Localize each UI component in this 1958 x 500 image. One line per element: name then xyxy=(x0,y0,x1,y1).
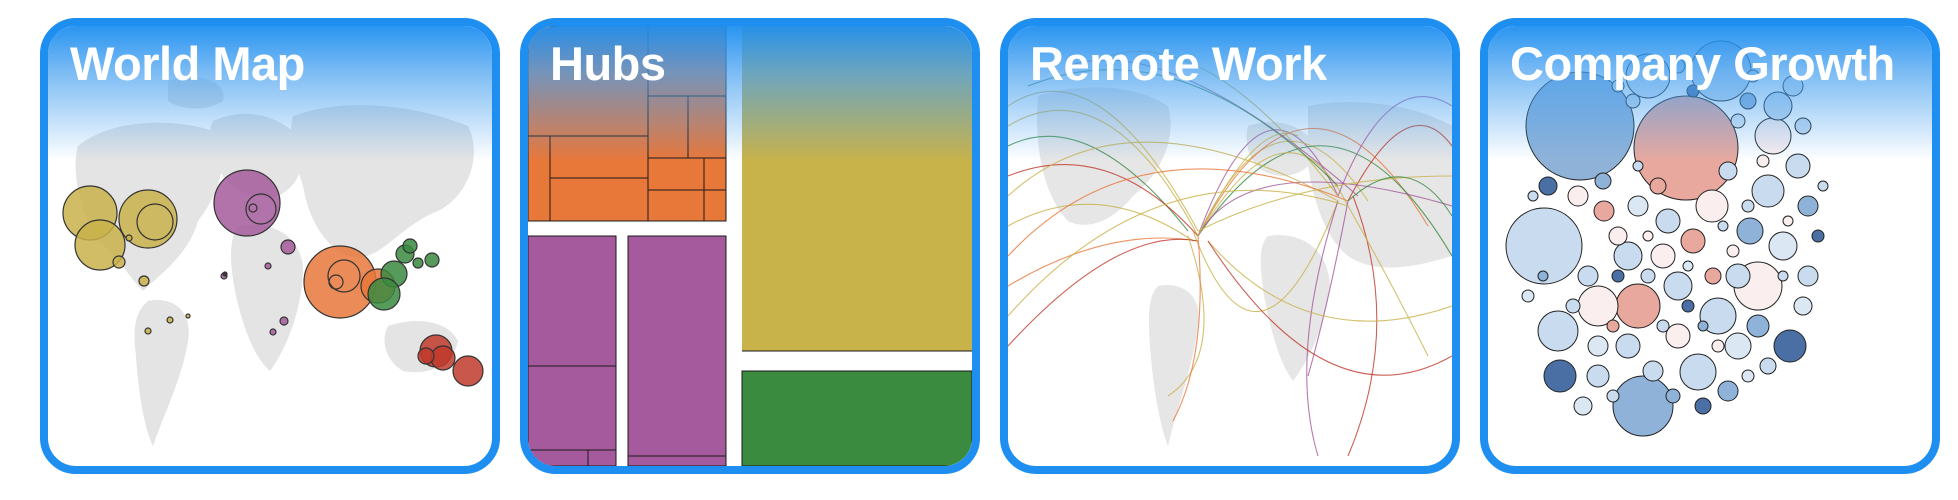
card-title: World Map xyxy=(70,37,305,90)
card-title: Hubs xyxy=(550,37,666,90)
bubble-pack-circles xyxy=(1505,40,1829,437)
world-map-thumbnail xyxy=(62,77,484,446)
arc-map-thumbnail xyxy=(1008,51,1452,457)
card-title: Remote Work xyxy=(1030,37,1327,90)
card-title: Company Growth xyxy=(1510,37,1895,90)
remote-work-card[interactable]: Remote Work xyxy=(1000,18,1460,474)
treemap-cells xyxy=(528,26,972,466)
world-map-card[interactable]: World Map xyxy=(40,18,500,474)
company-growth-card[interactable]: Company Growth xyxy=(1480,18,1940,474)
bubble-pack-thumbnail xyxy=(1505,40,1829,437)
map-bubbles xyxy=(62,169,484,387)
treemap-thumbnail xyxy=(528,26,972,466)
hubs-card[interactable]: Hubs xyxy=(520,18,980,474)
